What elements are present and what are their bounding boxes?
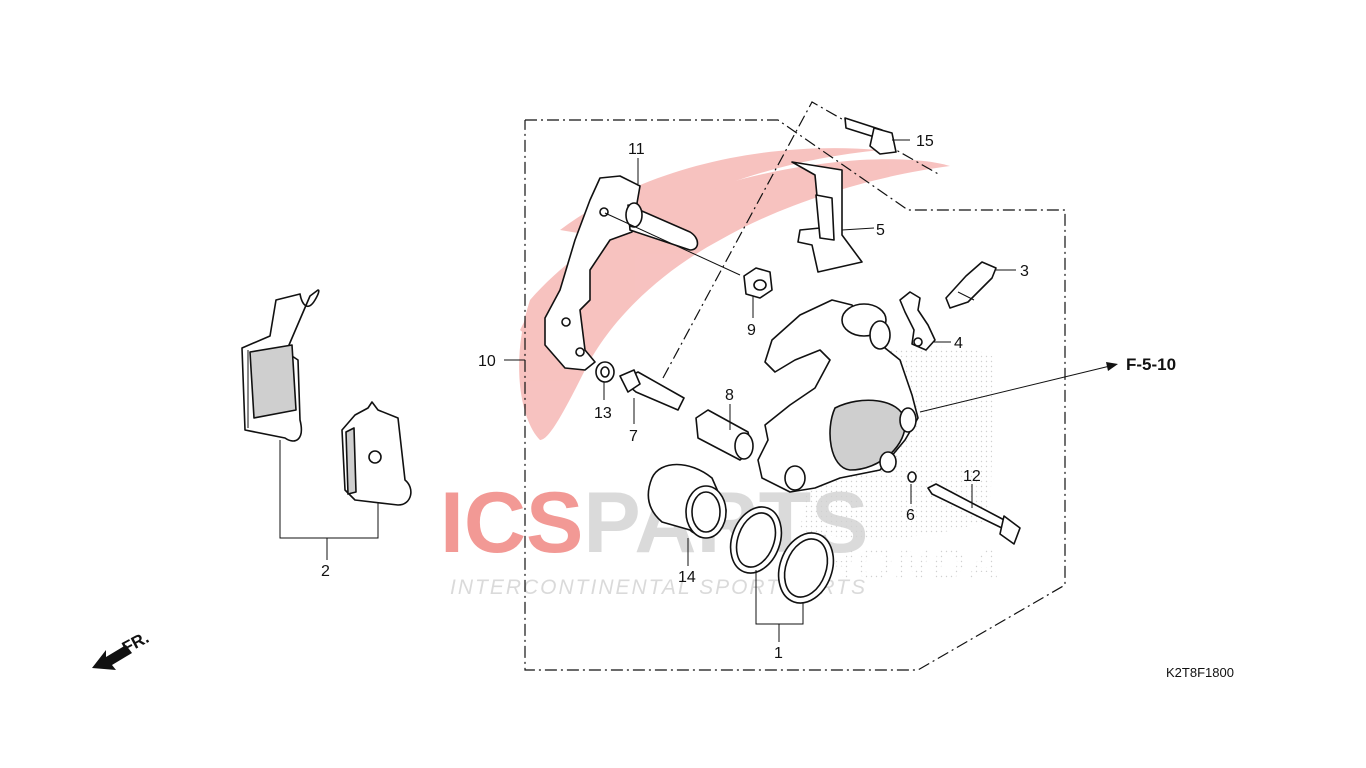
- bleeder-cap: [899, 291, 936, 351]
- piston-seal-set: [729, 506, 835, 604]
- caliper-body: [757, 299, 919, 493]
- bleeder-screw: [945, 261, 997, 309]
- callout-3: 3: [1020, 263, 1029, 280]
- diagram-code: K2T8F1800: [1166, 665, 1234, 680]
- callout-11: 11: [628, 141, 645, 158]
- pin-bolt: [619, 369, 685, 411]
- callout-2: 2: [321, 563, 330, 580]
- slide-pin-boot: [743, 267, 773, 299]
- front-direction-arrow: FR.: [92, 628, 152, 670]
- callout-14: 14: [678, 569, 696, 586]
- reference-arrowhead: [1106, 362, 1118, 371]
- pad-pin: [927, 483, 1021, 545]
- caliper-bracket: [544, 175, 741, 371]
- callout-15: 15: [916, 133, 934, 150]
- sleeve-pin: [695, 409, 754, 461]
- callout-8: 8: [725, 387, 734, 404]
- bracket-sub-boundary: [662, 101, 941, 379]
- brake-pad-inner: [341, 401, 412, 506]
- caliper-piston: [647, 463, 727, 539]
- callout-1: 1: [774, 645, 783, 662]
- assembly-boundary: [524, 119, 1066, 671]
- watermark-tagline: INTERCONTINENTAL SPORT PARTS: [450, 576, 867, 599]
- o-ring: [907, 471, 917, 483]
- callout-10: 10: [478, 353, 496, 370]
- callout-2-leader: [279, 440, 379, 560]
- callout-7: 7: [629, 428, 638, 445]
- pad-spring: [791, 161, 863, 273]
- washer: [595, 361, 615, 383]
- flange-bolt: [844, 117, 897, 155]
- callout-6: 6: [906, 507, 915, 524]
- arrow-left-down-icon: [92, 645, 132, 670]
- callout-13: 13: [594, 405, 612, 422]
- callout-12: 12: [963, 468, 981, 485]
- callout-labels: 11 15 5 3 4 9 10 13 7 8 14 6 12 1 2: [321, 133, 1029, 662]
- watermark-brand: ICSPARTS: [440, 475, 868, 571]
- callout-9: 9: [747, 322, 756, 339]
- brake-pad-outer: [241, 289, 320, 442]
- reference-label: F-5-10: [1126, 355, 1176, 374]
- leader-lines: [504, 139, 1118, 642]
- callout-5: 5: [876, 222, 885, 239]
- callout-4: 4: [954, 335, 963, 352]
- watermark-maker: HONDA: [820, 538, 1004, 590]
